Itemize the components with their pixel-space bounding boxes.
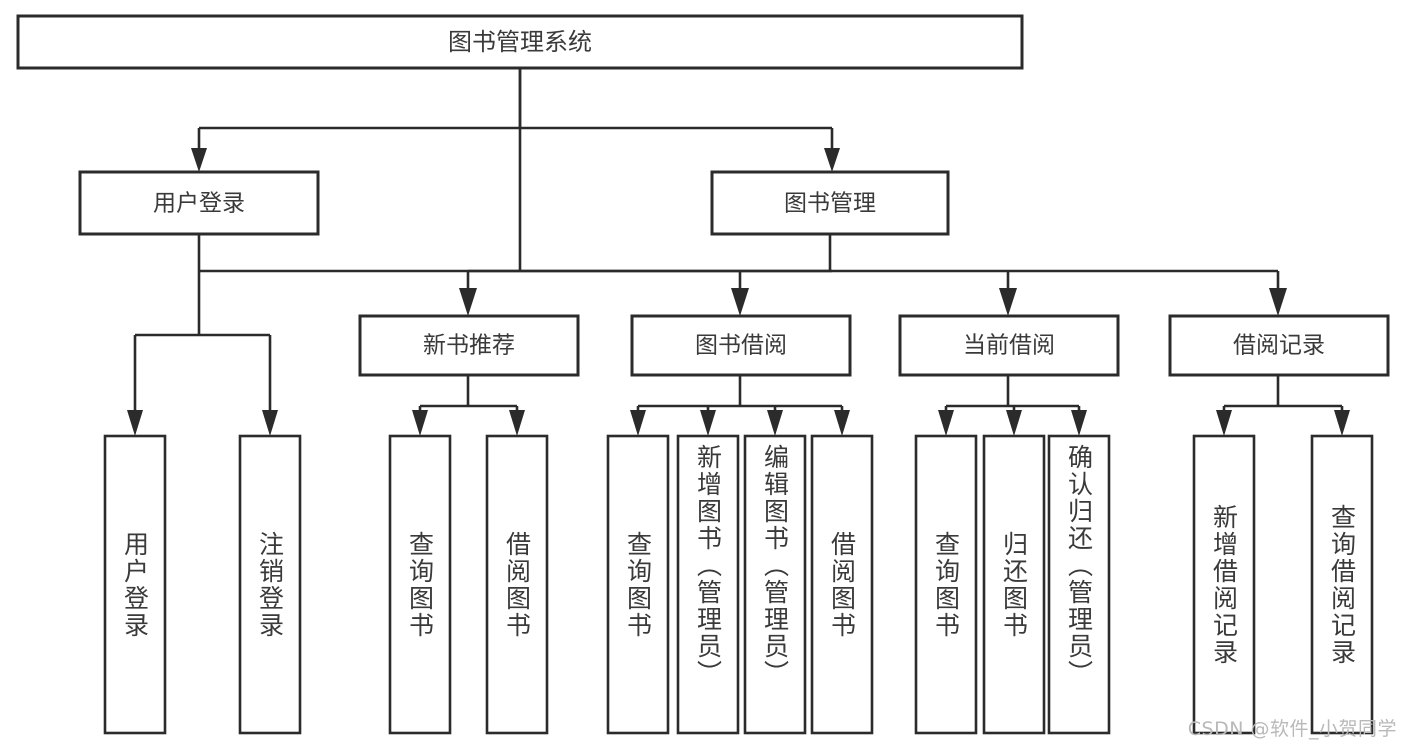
node-new-book-recommend-label: 新书推荐 [423, 333, 515, 359]
arrowhead-leaf-add-book [700, 410, 716, 436]
node-borrow-record-box[interactable] [1168, 314, 1390, 377]
arrowhead-leaf-edit-book [767, 410, 783, 436]
node-root-book-management-system[interactable]: 图书管理系统 [16, 14, 1024, 70]
node-borrow-record-label: 借阅记录 [1233, 333, 1325, 359]
arrowhead-leaf-borrow-book-1 [509, 410, 525, 436]
arrowhead-borrow-record [1269, 288, 1287, 316]
leaf-query-book-1-box[interactable] [388, 434, 452, 735]
arrowhead-leaf-query-book-1 [412, 410, 428, 436]
node-current-borrow[interactable]: 当前借阅 [898, 314, 1120, 377]
arrowhead-leaf-add-record [1216, 410, 1232, 436]
leaf-add-book-box[interactable] [676, 434, 740, 735]
node-book-manage-box[interactable] [710, 170, 950, 236]
arrowhead-leaf-query-book-2 [630, 410, 646, 436]
arrowhead-leaf-return-book [1006, 410, 1022, 436]
arrowhead-leaf-user-login [127, 410, 143, 436]
leaf-query-record-box[interactable] [1310, 434, 1374, 735]
arrowhead-leaf-borrow-book-2 [834, 410, 850, 436]
arrowhead-new-book-recommend [459, 288, 477, 316]
leaf-borrow-book-1-box[interactable] [485, 434, 549, 735]
leaf-query-book-3-box[interactable] [914, 434, 978, 735]
arrowhead-book-borrow [731, 288, 749, 316]
node-book-manage[interactable]: 图书管理 [710, 170, 950, 236]
leaf-add-record-box[interactable] [1192, 434, 1256, 735]
arrowhead-leaf-query-book-3 [938, 410, 954, 436]
arrowhead-book-manage [824, 148, 840, 172]
node-user-login-box[interactable] [78, 170, 320, 236]
node-current-borrow-label: 当前借阅 [963, 333, 1055, 359]
arrowhead-user-login [191, 148, 207, 172]
arrowhead-leaf-query-record [1334, 410, 1350, 436]
leaf-box-layer [103, 434, 1374, 735]
leaf-user-login-box[interactable] [103, 434, 167, 735]
leaf-confirm-return-box[interactable] [1047, 434, 1111, 735]
node-book-borrow-label: 图书借阅 [695, 333, 787, 359]
arrowhead-leaf-logout-login [262, 410, 278, 436]
node-new-book-recommend[interactable]: 新书推荐 [358, 314, 580, 377]
node-root-box[interactable] [16, 14, 1024, 70]
leaf-edit-book-box[interactable] [743, 434, 807, 735]
node-user-login-label: 用户登录 [153, 191, 245, 217]
arrowhead-current-borrow [999, 288, 1017, 316]
csdn-watermark: CSDN @软件_小贺同学 [1187, 718, 1397, 740]
arrowhead-leaf-confirm-return [1071, 410, 1087, 436]
node-root-label: 图书管理系统 [448, 28, 592, 56]
node-current-borrow-box[interactable] [898, 314, 1120, 377]
node-borrow-record[interactable]: 借阅记录 [1168, 314, 1390, 377]
node-book-manage-label: 图书管理 [784, 191, 876, 217]
node-new-book-recommend-box[interactable] [358, 314, 580, 377]
leaf-logout-login-box[interactable] [238, 434, 302, 735]
node-book-borrow[interactable]: 图书借阅 [630, 314, 852, 377]
node-user-login[interactable]: 用户登录 [78, 170, 320, 236]
leaf-return-book-box[interactable] [982, 434, 1046, 735]
leaf-query-book-2-box[interactable] [606, 434, 670, 735]
node-book-borrow-box[interactable] [630, 314, 852, 377]
leaf-borrow-book-2-box[interactable] [810, 434, 874, 735]
connector-layer [127, 68, 1350, 436]
